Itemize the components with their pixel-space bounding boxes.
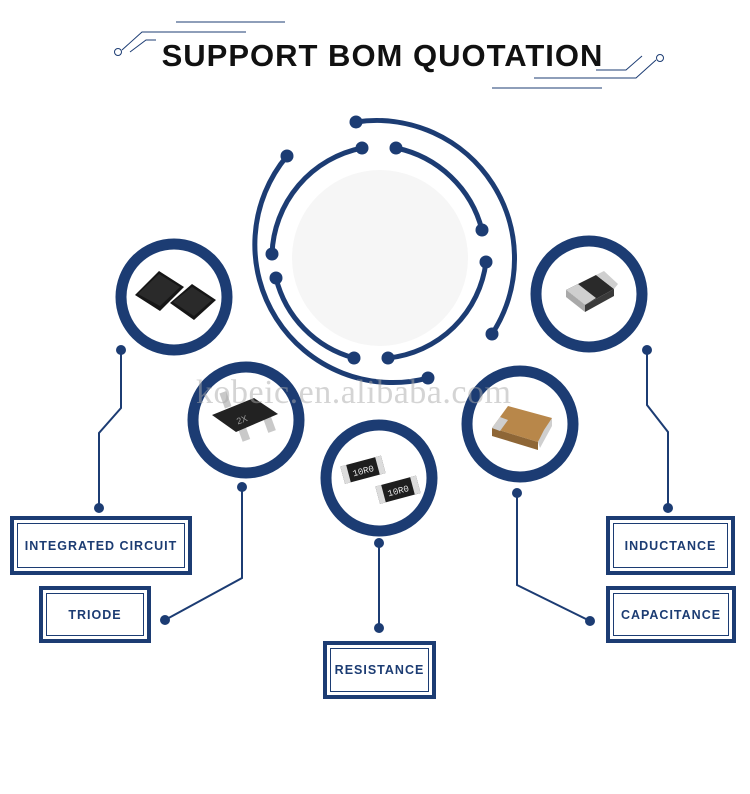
label-triode: TRIODE <box>39 586 151 643</box>
ic-chip-icon <box>135 271 216 320</box>
label-triode-text: TRIODE <box>68 607 122 622</box>
page-title: SUPPORT BOM QUOTATION <box>161 38 604 73</box>
title-decoration-right <box>492 54 664 89</box>
circuit-nodes <box>265 115 499 385</box>
label-inductance-text: INDUCTANCE <box>624 538 717 553</box>
triode-chip-icon: 2X <box>212 391 278 442</box>
title-decoration-left <box>114 21 285 56</box>
resistor-chip-icon: 10R0 <box>340 455 386 484</box>
triode-ring: 2X <box>187 361 305 479</box>
capacitor-chip-icon <box>492 406 552 450</box>
connector-dots <box>94 345 673 633</box>
label-integrated-circuit: INTEGRATED CIRCUIT <box>10 516 192 575</box>
inductor-chip-icon <box>566 271 618 312</box>
resistor-ring: 10R0 10R0 <box>320 419 438 537</box>
label-capacitance-text: CAPACITANCE <box>620 607 722 622</box>
label-inductance: INDUCTANCE <box>606 516 735 575</box>
watermark-text: kobeic.en.alibaba.com <box>196 374 512 411</box>
central-circuit-rings <box>252 117 517 386</box>
label-resistance: RESISTANCE <box>323 641 436 699</box>
connector-lines <box>98 350 669 628</box>
label-integrated-circuit-text: INTEGRATED CIRCUIT <box>24 538 178 553</box>
capacitor-ring <box>461 365 579 483</box>
triode-marking: 2X <box>235 413 249 426</box>
label-capacitance: CAPACITANCE <box>606 586 736 643</box>
resistor-chip-icon-2: 10R0 <box>375 475 421 504</box>
label-resistance-text: RESISTANCE <box>334 663 425 677</box>
inductor-ring <box>530 235 648 353</box>
ic-ring <box>115 238 233 356</box>
